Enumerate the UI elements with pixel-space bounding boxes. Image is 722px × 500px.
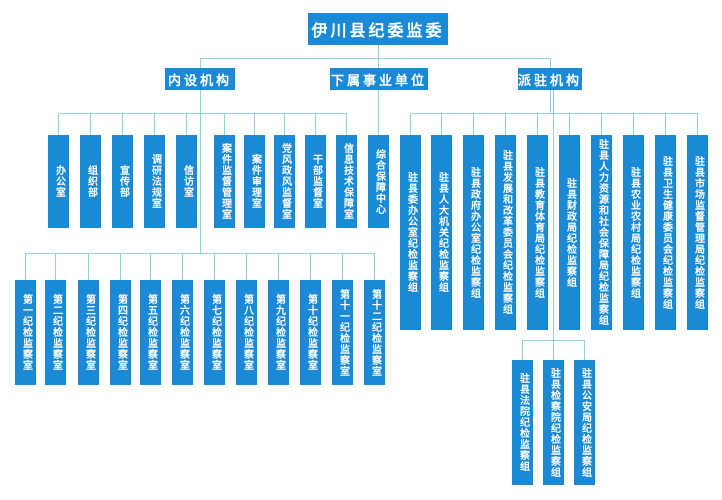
stationed-group-node: 驻县卫生健康委员会纪检监察组 <box>655 135 676 330</box>
connector <box>200 228 201 253</box>
stationed-group-node: 驻县人力资源和社会保障局纪检监察组 <box>591 135 612 330</box>
connector <box>200 58 201 68</box>
connector <box>182 253 183 280</box>
supervision-room-node: 第六纪检监察室 <box>172 280 193 385</box>
connector <box>346 113 347 135</box>
supervision-room-node: 第八纪检监察室 <box>236 280 257 385</box>
stationed-group-node: 驻县检察院纪检监察组 <box>543 360 564 485</box>
stationed-group-node: 驻县农业农村局纪检监察组 <box>623 135 644 330</box>
connector <box>553 90 554 340</box>
connector <box>224 113 225 135</box>
subordinate-unit-node: 综合保障中心 <box>368 135 389 228</box>
connector <box>374 253 375 280</box>
connector <box>584 340 585 360</box>
connector <box>378 58 379 68</box>
supervision-room-node: 第十一纪检监察室 <box>332 280 353 385</box>
connector <box>214 253 215 280</box>
category-internal-departments: 内设机构 <box>165 68 235 90</box>
stationed-group-node: 驻县人大机关纪检监察组 <box>431 135 452 330</box>
stationed-group-node: 驻县发展和改革委员会纪检监察组 <box>495 135 516 330</box>
connector <box>697 113 698 135</box>
connector <box>25 253 26 280</box>
internal-office-node: 干部监督室 <box>305 135 326 228</box>
connector <box>633 113 634 135</box>
stationed-group-node: 驻县政府办公室纪检监察组 <box>463 135 484 330</box>
connector <box>378 90 379 135</box>
connector <box>473 113 474 135</box>
category-subordinate-units: 下属事业单位 <box>330 68 428 90</box>
connector <box>550 58 551 68</box>
connector <box>246 253 247 280</box>
connector <box>186 113 187 135</box>
supervision-room-node: 第三纪检监察室 <box>78 280 99 385</box>
connector <box>601 113 602 135</box>
category-stationed-agencies: 派驻机构 <box>518 68 582 90</box>
connector <box>315 113 316 135</box>
connector <box>55 253 56 280</box>
stationed-group-node: 驻县公安局纪检监察组 <box>574 360 595 485</box>
stationed-group-node: 驻县教育体育局纪检监察组 <box>527 135 548 330</box>
connector <box>58 113 59 135</box>
connector <box>569 113 570 135</box>
internal-office-node: 案件审理室 <box>244 135 265 228</box>
connector <box>284 113 285 135</box>
connector <box>254 113 255 135</box>
connector <box>120 253 121 280</box>
supervision-room-node: 第二纪检监察室 <box>45 280 66 385</box>
supervision-room-node: 第九纪检监察室 <box>268 280 289 385</box>
connector <box>310 253 311 280</box>
internal-office-node: 调研法规室 <box>144 135 165 228</box>
internal-office-node: 宣传部 <box>112 135 133 228</box>
internal-office-node: 办公室 <box>48 135 69 228</box>
connector <box>537 113 538 135</box>
internal-office-node: 信息技术保障室 <box>336 135 357 228</box>
supervision-room-node: 第十二纪检监察室 <box>364 280 385 385</box>
supervision-room-node: 第五纪检监察室 <box>140 280 161 385</box>
connector <box>150 253 151 280</box>
connector <box>88 253 89 280</box>
stationed-group-node: 驻县财政局纪检监察组 <box>559 135 580 330</box>
connector <box>553 340 554 360</box>
stationed-group-node: 驻县委办公室纪检监察组 <box>400 135 421 330</box>
connector <box>550 90 551 113</box>
connector <box>200 58 550 59</box>
connector <box>342 253 343 280</box>
supervision-room-node: 第十纪检监察室 <box>300 280 321 385</box>
internal-office-node: 案件监督管理室 <box>214 135 235 228</box>
connector <box>90 113 91 135</box>
connector <box>278 253 279 280</box>
supervision-room-node: 第四纪检监察室 <box>110 280 131 385</box>
internal-office-node: 党风政风监督室 <box>274 135 295 228</box>
internal-office-node: 组织部 <box>80 135 101 228</box>
connector <box>410 113 411 135</box>
root-node: 伊川县纪委监委 <box>308 13 448 45</box>
connector <box>505 113 506 135</box>
stationed-group-node: 驻县法院纪检监察组 <box>512 360 533 485</box>
connector <box>25 253 374 254</box>
connector <box>441 113 442 135</box>
connector <box>154 113 155 135</box>
connector <box>522 340 523 360</box>
connector <box>122 113 123 135</box>
connector <box>378 45 379 58</box>
stationed-group-node: 驻县市场监督管理局纪检监察组 <box>687 135 708 330</box>
connector <box>58 113 346 114</box>
supervision-room-node: 第一纪检监察室 <box>15 280 36 385</box>
internal-office-node: 信访室 <box>176 135 197 228</box>
supervision-room-node: 第七纪检监察室 <box>204 280 225 385</box>
connector <box>665 113 666 135</box>
connector <box>200 90 201 248</box>
